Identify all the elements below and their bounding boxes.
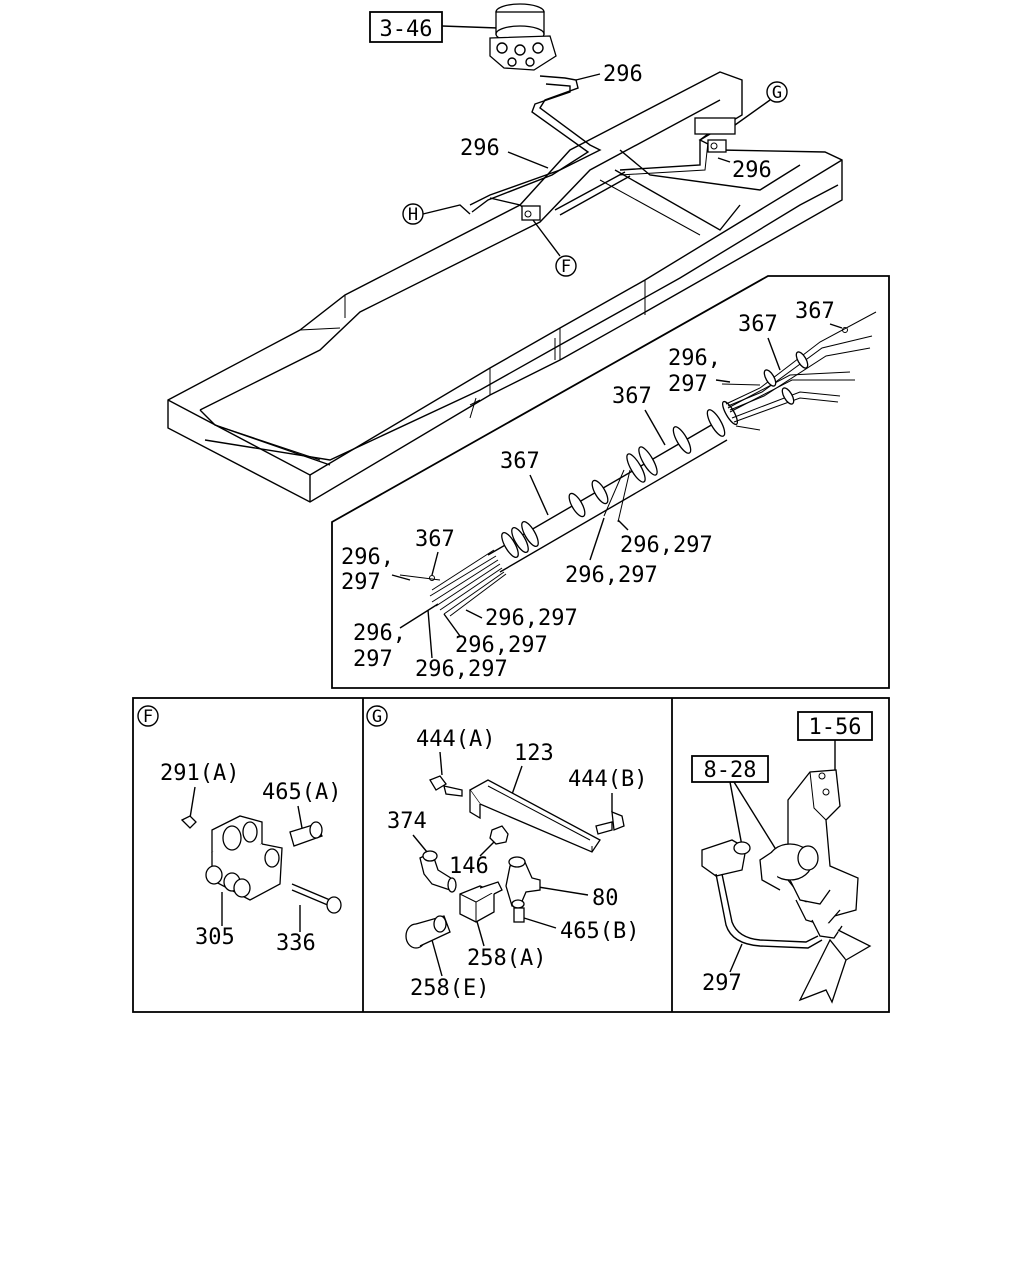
label-258a: 258(A) <box>467 946 546 971</box>
label-465b: 465(B) <box>560 919 639 944</box>
label-444a: 444(A) <box>416 727 495 752</box>
label-297-l: 297 <box>341 570 381 595</box>
label-367-e: 367 <box>415 527 455 552</box>
label-296-297-c: 296,297 <box>485 606 578 631</box>
label-123: 123 <box>514 741 554 766</box>
chassis-frame <box>167 71 843 503</box>
label-465a: 465(A) <box>262 780 341 805</box>
label-297-h: 297 <box>702 971 742 996</box>
ref-box-3-46 <box>369 11 443 43</box>
panel-f-icon <box>137 705 159 727</box>
svg-text:G: G <box>772 83 782 103</box>
label-367-c: 367 <box>612 384 652 409</box>
label-146: 146 <box>449 854 489 879</box>
air-dryer-component: 3-46 <box>369 3 557 71</box>
ref-8-28-label: 8-28 <box>704 758 757 783</box>
svg-text:G: G <box>372 707 382 727</box>
label-296-297-e: 296,297 <box>415 657 508 682</box>
svg-text:H: H <box>408 205 418 225</box>
label-296-r: 296, <box>668 346 721 371</box>
label-297-ll: 297 <box>353 647 393 672</box>
harness-labels: 367 367 367 367 367 296, 297 296,297 296… <box>341 299 843 682</box>
harness-detail-frame <box>331 275 890 689</box>
label-80: 80 <box>592 886 619 911</box>
label-296-297-a: 296,297 <box>620 533 713 558</box>
label-296-right: 296 <box>732 158 772 183</box>
panel-g-icon <box>366 705 388 727</box>
detail-panel-g: G 444(A) 123 444(B) 374 146 80 465(B) 25… <box>366 705 647 1001</box>
callout-g-icon <box>766 81 788 103</box>
label-336: 336 <box>276 931 316 956</box>
ref-1-56-label: 1-56 <box>809 715 862 740</box>
ref-3-46-label: 3-46 <box>380 17 433 42</box>
label-305: 305 <box>195 925 235 950</box>
label-258e: 258(E) <box>410 976 489 1001</box>
label-296-297-b: 296,297 <box>565 563 658 588</box>
detail-panel-h: 1-56 8-28 297 <box>691 711 873 1004</box>
label-296-top: 296 <box>603 62 643 87</box>
svg-text:F: F <box>561 257 571 277</box>
label-296-mid: 296 <box>460 136 500 161</box>
label-297-r: 297 <box>668 372 708 397</box>
callout-f-icon <box>555 255 577 277</box>
hose-harness <box>399 311 877 617</box>
label-444b: 444(B) <box>568 767 647 792</box>
detail-panel-f: F 291(A) 465(A) 305 336 <box>137 705 342 956</box>
svg-text:F: F <box>143 707 153 727</box>
label-367-b: 367 <box>795 299 835 324</box>
label-296-297-d: 296,297 <box>455 633 548 658</box>
overview-labels: 296 296 296 G H F <box>402 62 788 277</box>
label-374: 374 <box>387 809 427 834</box>
label-367-d: 367 <box>500 449 540 474</box>
label-367-a: 367 <box>738 312 778 337</box>
detail-panels-frame <box>132 697 890 1013</box>
label-291a: 291(A) <box>160 761 239 786</box>
label-296-ll: 296, <box>353 621 406 646</box>
label-296-l: 296, <box>341 545 394 570</box>
